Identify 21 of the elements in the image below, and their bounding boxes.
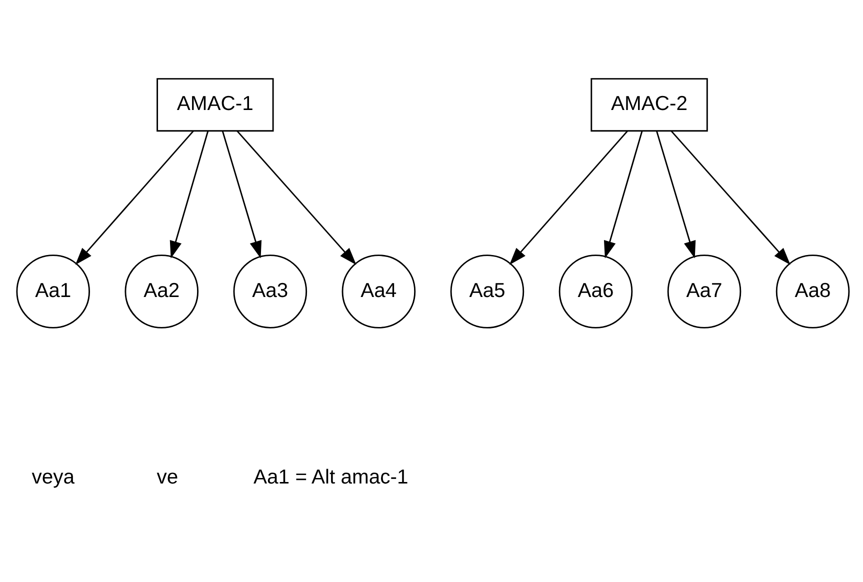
node-circle: Aa4 bbox=[342, 254, 416, 328]
arrow bbox=[670, 130, 790, 264]
arrow bbox=[604, 130, 643, 258]
node-box: AMAC-1 bbox=[156, 78, 274, 132]
node-circle: Aa3 bbox=[233, 254, 308, 328]
label: Aa1 = Alt amac-1 bbox=[254, 466, 408, 488]
node-circle: Aa8 bbox=[776, 254, 850, 328]
arrow bbox=[509, 130, 628, 264]
arrow bbox=[222, 130, 262, 258]
label: veya bbox=[32, 466, 74, 488]
node-circle: Aa1 bbox=[16, 254, 90, 328]
arrow bbox=[75, 130, 194, 264]
node-circle: Aa2 bbox=[124, 254, 199, 328]
node-circle: Aa6 bbox=[558, 254, 633, 328]
node-circle: Aa5 bbox=[450, 254, 524, 328]
arrow bbox=[656, 130, 696, 258]
label: ve bbox=[156, 466, 178, 488]
arrow bbox=[236, 130, 356, 264]
arrow bbox=[170, 130, 209, 258]
node-box: AMAC-2 bbox=[590, 78, 708, 132]
node-circle: Aa7 bbox=[667, 254, 742, 328]
